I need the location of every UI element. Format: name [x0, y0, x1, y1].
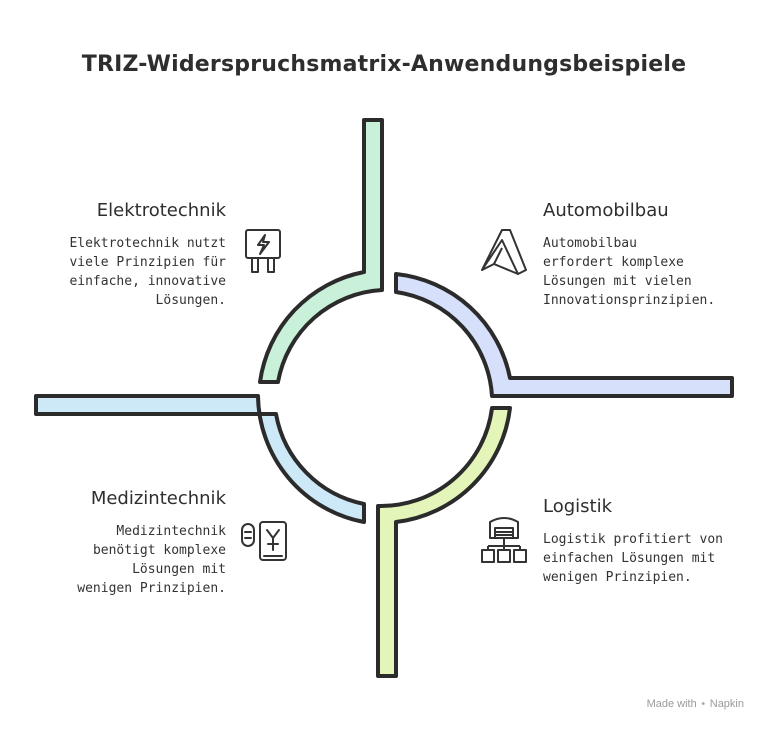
footer-napkin-credit[interactable]: Made with ⋆ Napkin	[647, 697, 744, 710]
page-title: TRIZ-Widerspruchsmatrix-Anwendungsbeispi…	[81, 52, 687, 77]
heading-elektrotechnik: Elektrotechnik	[96, 200, 226, 221]
segment-elektrotechnik	[258, 118, 384, 384]
heading-automobilbau: Automobilbau	[543, 200, 669, 221]
footer-made-with: Made with	[646, 698, 697, 710]
napkin-logo-icon: ⋆	[699, 698, 707, 710]
footer-brand: Napkin	[709, 698, 744, 710]
heading-medizintechnik: Medizintechnik	[90, 488, 226, 509]
electric-plug-icon	[245, 229, 281, 273]
heading-logistik: Logistik	[543, 496, 613, 517]
segment-automobilbau	[394, 272, 734, 398]
medical-device-icon	[241, 521, 287, 561]
segment-logistik	[376, 406, 512, 678]
autodesk-logo-icon	[481, 229, 527, 275]
text-medizintechnik: Medizintechnik benötigt komplexe Lösunge…	[77, 524, 226, 596]
text-automobilbau: Automobilbau erfordert komplexe Lösungen…	[543, 236, 716, 308]
warehouse-network-icon	[481, 517, 527, 563]
text-elektrotechnik: Elektrotechnik nutzt viele Prinzipien fü…	[69, 236, 226, 308]
text-logistik: Logistik profitiert von einfachen Lösung…	[543, 532, 724, 585]
segment-medizintechnik	[34, 394, 366, 524]
